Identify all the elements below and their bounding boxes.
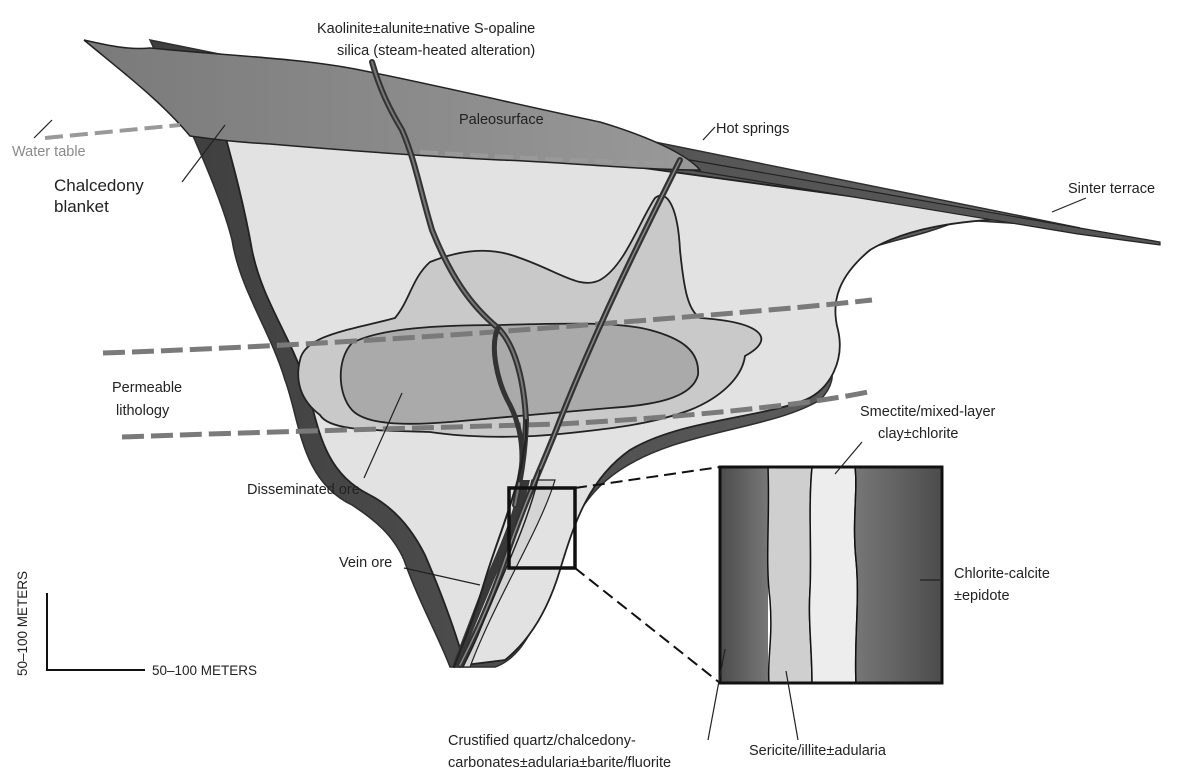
steam-heated-label-line1: Kaolinite±alunite±native S-opaline — [317, 21, 535, 37]
steam-heated-blanket — [84, 40, 700, 170]
scale-bar: 50–100 METERS 50–100 METERS — [15, 571, 257, 678]
crustified-quartz-label-line2: carbonates±adularia±barite/fluorite — [448, 755, 671, 771]
scale-horizontal-label: 50–100 METERS — [152, 663, 257, 678]
chalcedony-blanket-label-line1: Chalcedony — [54, 176, 144, 195]
smectite-label-line2: clay±chlorite — [878, 426, 959, 442]
smectite-label-line1: Smectite/mixed-layer — [860, 404, 996, 420]
crustified-quartz-label-line1: Crustified quartz/chalcedony- — [448, 733, 636, 749]
permeable-lithology-label-line2: lithology — [116, 403, 170, 419]
hot-springs-label: Hot springs — [716, 121, 789, 137]
vein-ore-label: Vein ore — [339, 555, 392, 571]
chlorite-calcite-label-line1: Chlorite-calcite — [954, 566, 1050, 582]
vein-zoning-inset — [720, 467, 942, 683]
chlorite-calcite-label-line2: ±epidote — [954, 588, 1010, 604]
sinter-terrace-label: Sinter terrace — [1068, 181, 1155, 197]
sericite-label: Sericite/illite±adularia — [749, 743, 887, 759]
water-table-label: Water table — [12, 144, 86, 160]
permeable-lithology-label-line1: Permeable — [112, 380, 182, 396]
paleosurface-label: Paleosurface — [459, 112, 544, 128]
steam-heated-label-line2: silica (steam-heated alteration) — [337, 43, 535, 59]
disseminated-ore-label: Disseminated ore — [247, 482, 360, 498]
scale-vertical-label: 50–100 METERS — [15, 571, 30, 676]
chalcedony-blanket-label-line2: blanket — [54, 197, 109, 216]
inset-connector-lines — [575, 467, 720, 683]
